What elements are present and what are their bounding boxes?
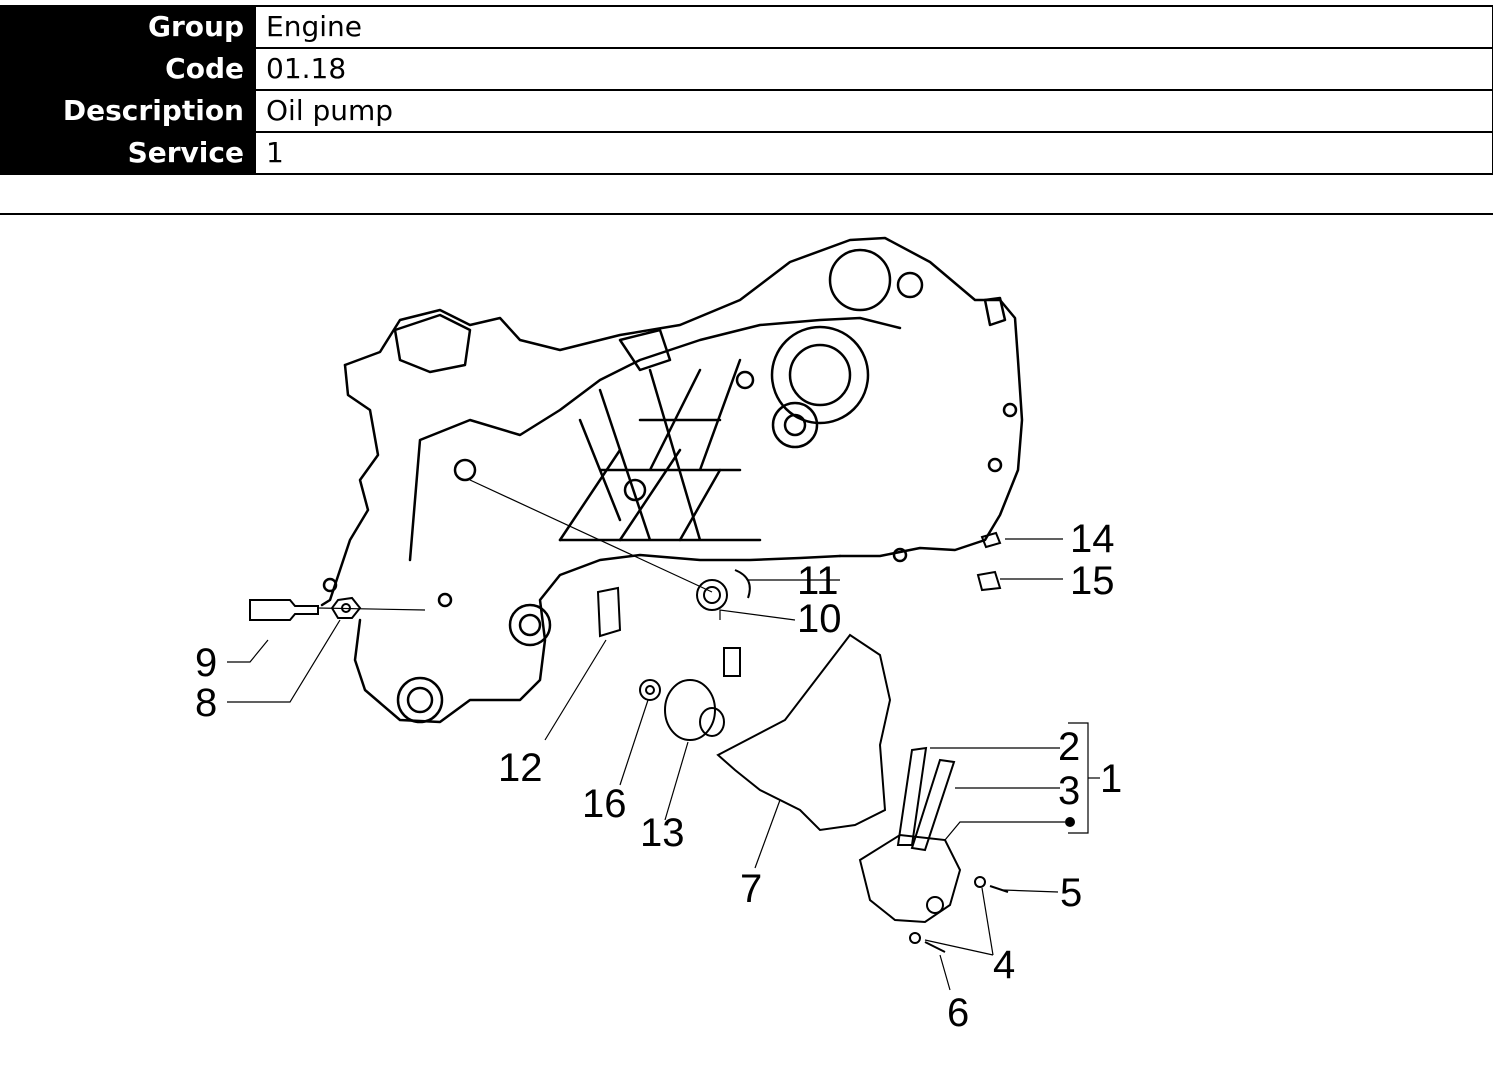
callout-15: 15	[1070, 559, 1115, 603]
info-value-service: 1	[255, 131, 1493, 175]
callout-14: 14	[1070, 517, 1115, 561]
info-value-description: Oil pump	[255, 89, 1493, 133]
callout-2: 2	[1058, 725, 1080, 769]
info-value-code: 01.18	[255, 47, 1493, 91]
callout-16: 16	[582, 782, 627, 826]
info-key-description: Description	[0, 89, 256, 133]
info-row-service: Service 1	[0, 131, 1493, 175]
callout-9: 9	[195, 641, 217, 685]
exploded-parts-diagram: 1 2 3 4 5 6 7 8 9 10 11 12 13 14 15 16	[195, 236, 1122, 1035]
callout-10: 10	[797, 597, 842, 641]
section-divider	[0, 213, 1493, 215]
info-key-group: Group	[0, 5, 256, 49]
info-key-code: Code	[0, 47, 256, 91]
info-row-description: Description Oil pump	[0, 89, 1493, 133]
info-row-code: Code 01.18	[0, 47, 1493, 91]
info-value-group: Engine	[255, 5, 1493, 49]
parts-drawing	[249, 531, 1009, 953]
callout-6: 6	[947, 991, 969, 1035]
callout-8: 8	[195, 681, 217, 725]
leader-lines	[227, 479, 1100, 991]
part-info-table: Group Engine Code 01.18 Description Oil …	[0, 5, 1493, 175]
callout-11: 11	[797, 559, 839, 603]
info-key-service: Service	[0, 131, 256, 175]
callout-5: 5	[1060, 871, 1082, 915]
crankcase-drawing	[320, 236, 1024, 724]
assembly-marker-dot	[1065, 817, 1075, 827]
callout-7: 7	[740, 867, 762, 911]
callout-12: 12	[498, 746, 543, 790]
callout-1: 1	[1100, 757, 1122, 801]
callout-13: 13	[640, 811, 685, 855]
callout-labels: 1 2 3 4 5 6 7 8 9 10 11 12 13 14 15 16	[195, 517, 1122, 1035]
info-row-group: Group Engine	[0, 5, 1493, 49]
callout-3: 3	[1058, 769, 1080, 813]
callout-4: 4	[993, 943, 1015, 987]
